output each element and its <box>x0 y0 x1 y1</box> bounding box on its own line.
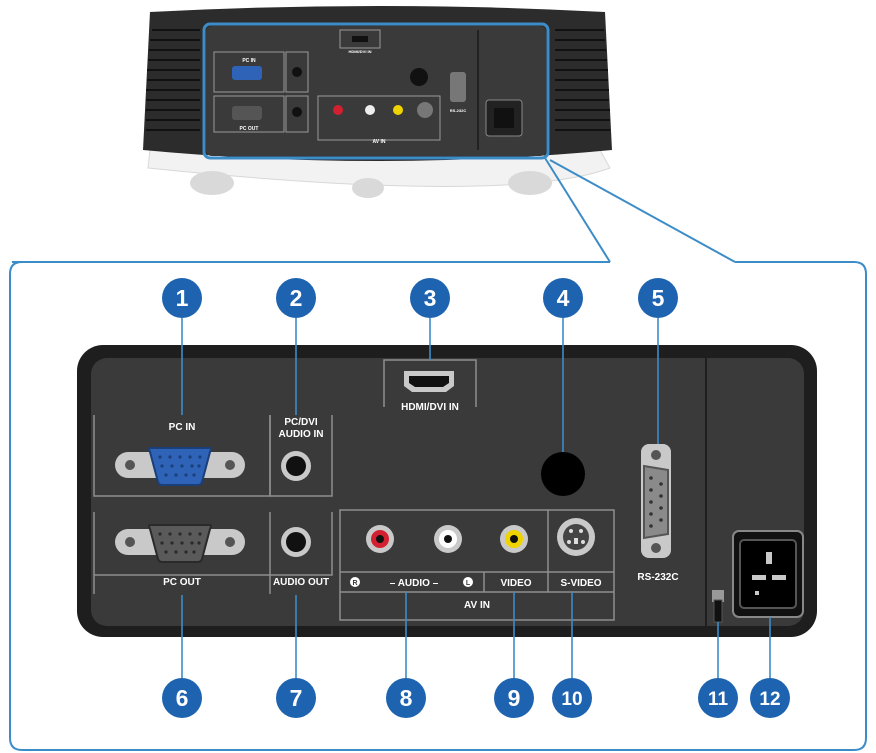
callout-number-11: 11 <box>708 689 729 710</box>
callout-leaders <box>181 318 771 678</box>
callout-number-3: 3 <box>424 285 437 311</box>
label-rs232c: RS-232C <box>637 572 678 583</box>
label-s-video: S-VIDEO <box>560 578 601 589</box>
port-group-av-in: R – AUDIO – L VIDEO S-VIDEO AV IN <box>339 509 615 621</box>
projector-overview: PC IN PC OUT AV IN HDMI/DVI IN RS-232C <box>143 6 736 263</box>
callout-badge-12 <box>750 678 790 718</box>
mini-pc-out-box <box>213 95 285 133</box>
label-audio-in: AUDIO IN <box>279 429 324 440</box>
label-hdmi-dvi-in: HDMI/DVI IN <box>401 402 459 413</box>
callout-number-7: 7 <box>290 685 303 711</box>
audio-l-marker <box>463 577 473 587</box>
mini-back-panel <box>206 26 546 156</box>
mini-hdmi-box <box>339 29 381 49</box>
callout-badge-7 <box>276 678 316 718</box>
vga-out-connector <box>148 524 212 563</box>
label-video: VIDEO <box>500 578 531 589</box>
callout-badge-6 <box>162 678 202 718</box>
mini-panel-highlight <box>202 22 550 160</box>
callout-badge-2 <box>276 278 316 318</box>
callout-number-6: 6 <box>176 685 189 711</box>
port-audio-l[interactable] <box>434 525 462 553</box>
label-pc-out: PC OUT <box>163 577 201 588</box>
callout-badges: 1 2 3 4 5 6 7 8 9 10 11 12 <box>162 278 790 718</box>
callout-number-2: 2 <box>290 285 303 311</box>
callout-badge-11 <box>698 678 738 718</box>
vent-grille-left <box>146 29 200 131</box>
port-pc-out[interactable]: PC OUT <box>93 512 270 594</box>
port-audio-out[interactable]: AUDIO OUT <box>269 512 333 594</box>
label-pc-in: PC IN <box>169 422 196 433</box>
projector-foot <box>508 171 552 195</box>
mini-vga-in <box>232 66 262 80</box>
label-audio-l: L <box>466 580 471 587</box>
mini-rs232c <box>450 72 466 102</box>
mini-pc-in-box <box>213 51 285 93</box>
power-socket[interactable] <box>732 530 804 618</box>
vga-in-connector <box>148 447 212 486</box>
callout-badge-9 <box>494 678 534 718</box>
label-pc-dvi: PC/DVI <box>284 417 318 428</box>
callout-number-10: 10 <box>561 689 582 710</box>
label-audio: – AUDIO – <box>390 578 439 589</box>
mini-label-pc-in: PC IN <box>242 58 256 64</box>
port-video[interactable] <box>500 525 528 553</box>
callout-number-1: 1 <box>176 285 189 311</box>
callout-number-5: 5 <box>652 285 665 311</box>
label-av-in: AV IN <box>464 600 490 611</box>
mini-av-in-box <box>317 95 441 141</box>
audio-r-marker <box>350 577 360 587</box>
callout-number-4: 4 <box>557 285 570 311</box>
callout-number-12: 12 <box>759 689 780 710</box>
label-audio-r: R <box>352 580 357 587</box>
back-panel-detail: PC IN PC/DVI AUDIO IN HDMI/DVI IN <box>77 345 817 637</box>
port-audio-r[interactable] <box>366 525 394 553</box>
label-audio-out: AUDIO OUT <box>273 577 329 588</box>
callout-badge-10 <box>552 678 592 718</box>
remote-sensor <box>541 452 585 496</box>
callout-badge-8 <box>386 678 426 718</box>
mini-label-hdmi: HDMI/DVI IN <box>348 49 371 54</box>
callout-badge-3 <box>410 278 450 318</box>
mini-label-av-in: AV IN <box>373 139 386 145</box>
mini-label-pc-out: PC OUT <box>240 126 259 132</box>
callout-badge-4 <box>543 278 583 318</box>
zoom-frame <box>9 261 867 751</box>
port-pc-dvi-audio-in[interactable]: PC/DVI AUDIO IN <box>269 415 333 497</box>
port-rs232c[interactable]: RS-232C <box>637 444 679 583</box>
callout-number-8: 8 <box>400 685 413 711</box>
zoom-connector-line <box>549 159 736 263</box>
projector-foot <box>190 171 234 195</box>
callout-badge-5 <box>638 278 678 318</box>
port-pc-in[interactable]: PC IN <box>93 415 271 497</box>
port-s-video[interactable] <box>557 518 595 556</box>
kensington-lock-slot[interactable] <box>712 590 724 623</box>
rs232c-connector <box>643 464 669 540</box>
zoom-connector-line <box>544 157 611 263</box>
mini-label-rs232c: RS-232C <box>450 108 467 113</box>
callout-number-9: 9 <box>508 685 521 711</box>
callout-badge-1 <box>162 278 202 318</box>
mini-vga-out <box>232 106 262 120</box>
vent-grille-right <box>555 29 610 131</box>
projector-foot <box>352 178 384 198</box>
